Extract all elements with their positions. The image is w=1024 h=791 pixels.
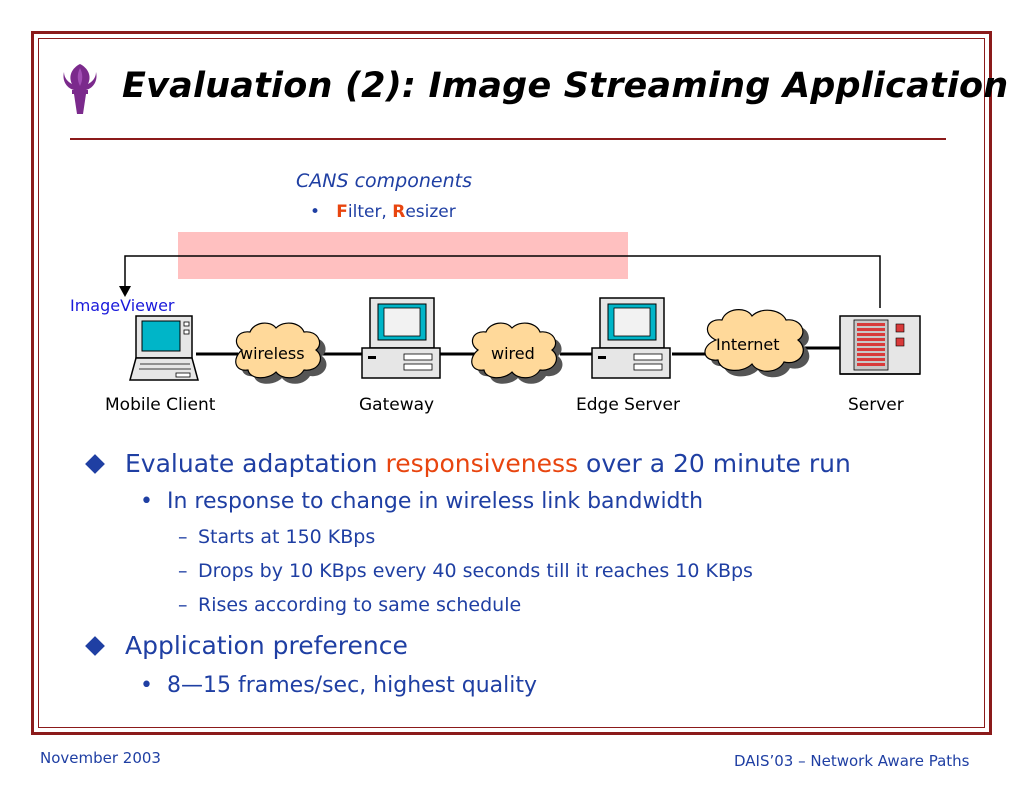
server-rack-icon <box>839 315 921 375</box>
filter-rest: ilter, <box>347 202 393 222</box>
internet-cloud-label: Internet <box>716 335 780 354</box>
cans-bullet: • <box>310 202 321 222</box>
return-path-arrowhead <box>119 286 131 297</box>
footer-date: November 2003 <box>40 749 161 767</box>
bullet-evaluate-post: over a 20 minute run <box>578 449 851 478</box>
bullet-evaluate-highlight: responsiveness <box>385 449 579 478</box>
dash-marker: – <box>178 526 188 548</box>
cans-components-item: • Filter, Resizer <box>310 202 456 222</box>
wired-cloud-label: wired <box>491 344 535 363</box>
filter-initial: F <box>336 202 348 222</box>
node-label-edge-server: Edge Server <box>576 395 680 415</box>
detail-starts: Starts at 150 KBps <box>198 526 376 548</box>
sub-bullet-frames: 8—15 frames/sec, highest quality <box>167 673 538 698</box>
node-label-gateway: Gateway <box>359 395 435 415</box>
edge-server-computer-icon <box>591 297 671 379</box>
title-divider <box>70 138 946 140</box>
slide-inner-frame <box>38 38 985 728</box>
sub-bullet-marker: • <box>140 489 153 514</box>
dash-marker: – <box>178 594 188 616</box>
resizer-initial: R <box>392 202 406 222</box>
slide-outer-frame <box>31 31 992 735</box>
node-label-mobile-client: Mobile Client <box>105 395 216 415</box>
node-label-server: Server <box>848 395 904 415</box>
wireless-cloud-icon <box>235 322 327 384</box>
return-path-line <box>124 255 881 308</box>
slide-title: Evaluation (2): Image Streaming Applicat… <box>122 66 1009 106</box>
sub-bullet-marker: • <box>140 673 153 698</box>
sub-bullet-response: In response to change in wireless link b… <box>167 489 704 514</box>
wireless-cloud-label: wireless <box>240 344 305 363</box>
bullet-evaluate-pre: Evaluate adaptation <box>125 449 386 478</box>
detail-rises: Rises according to same schedule <box>198 594 522 616</box>
bullet-evaluate: Evaluate adaptation responsiveness over … <box>125 449 851 478</box>
wired-cloud-icon <box>471 322 563 384</box>
detail-drops: Drops by 10 KBps every 40 seconds till i… <box>198 560 753 582</box>
resizer-rest: esizer <box>405 202 456 222</box>
laptop-icon <box>129 315 199 381</box>
footer-conference: DAIS’03 – Network Aware Paths <box>734 752 970 770</box>
gateway-computer-icon <box>361 297 441 379</box>
imageviewer-label: ImageViewer <box>70 296 175 315</box>
bullet-app-preference: Application preference <box>125 631 408 660</box>
nyu-torch-icon <box>63 64 97 114</box>
cans-components-heading: CANS components <box>296 170 472 192</box>
internet-cloud-icon <box>704 309 810 378</box>
dash-marker: – <box>178 560 188 582</box>
